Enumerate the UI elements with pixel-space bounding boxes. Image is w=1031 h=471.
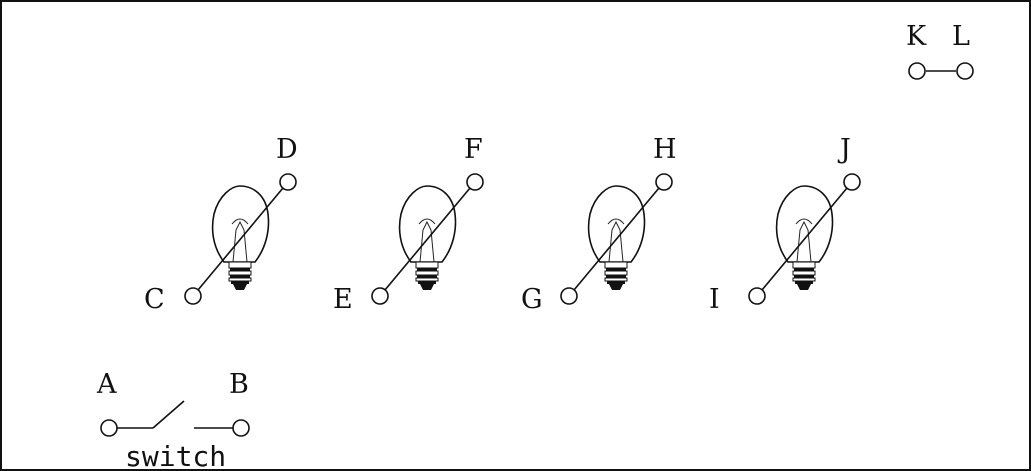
terminal-c[interactable] — [184, 287, 202, 305]
terminal-g[interactable] — [560, 287, 578, 305]
terminal-j-label: J — [837, 134, 851, 165]
terminal-f[interactable] — [466, 173, 484, 191]
terminal-h[interactable] — [655, 173, 673, 191]
switch-lever[interactable] — [152, 400, 185, 429]
bulb-2-wire — [379, 181, 476, 297]
terminal-h-label: H — [653, 134, 677, 165]
terminal-k[interactable] — [908, 62, 926, 80]
terminal-c-label: C — [144, 284, 165, 315]
switch-caption: switch — [125, 440, 226, 471]
terminal-d[interactable] — [279, 173, 297, 191]
terminal-l-label: L — [952, 21, 970, 52]
terminal-g-label: G — [521, 284, 543, 315]
terminal-d-label: D — [276, 134, 298, 165]
terminal-e-label: E — [333, 284, 353, 315]
terminal-k-label: K — [906, 21, 927, 52]
bulb-2: E F — [333, 134, 484, 315]
bulb-1-wire — [192, 181, 289, 297]
bulb-4-wire — [756, 181, 853, 297]
terminal-l[interactable] — [956, 62, 974, 80]
connector-kl: K L — [906, 21, 974, 80]
bulb-3: G H — [521, 134, 677, 315]
terminal-b[interactable] — [232, 419, 250, 437]
bulb-4: I J — [709, 134, 861, 315]
terminal-a[interactable] — [100, 419, 118, 437]
terminal-e[interactable] — [371, 287, 389, 305]
terminal-j[interactable] — [843, 173, 861, 191]
bulb-3-wire — [568, 181, 665, 297]
switch: A B switch — [96, 369, 250, 471]
terminal-i-label: I — [709, 284, 720, 315]
bulb-1: C D — [144, 134, 298, 315]
terminal-b-label: B — [229, 369, 249, 400]
terminal-a-label: A — [96, 369, 117, 400]
terminal-f-label: F — [464, 134, 483, 165]
terminal-i[interactable] — [748, 287, 766, 305]
